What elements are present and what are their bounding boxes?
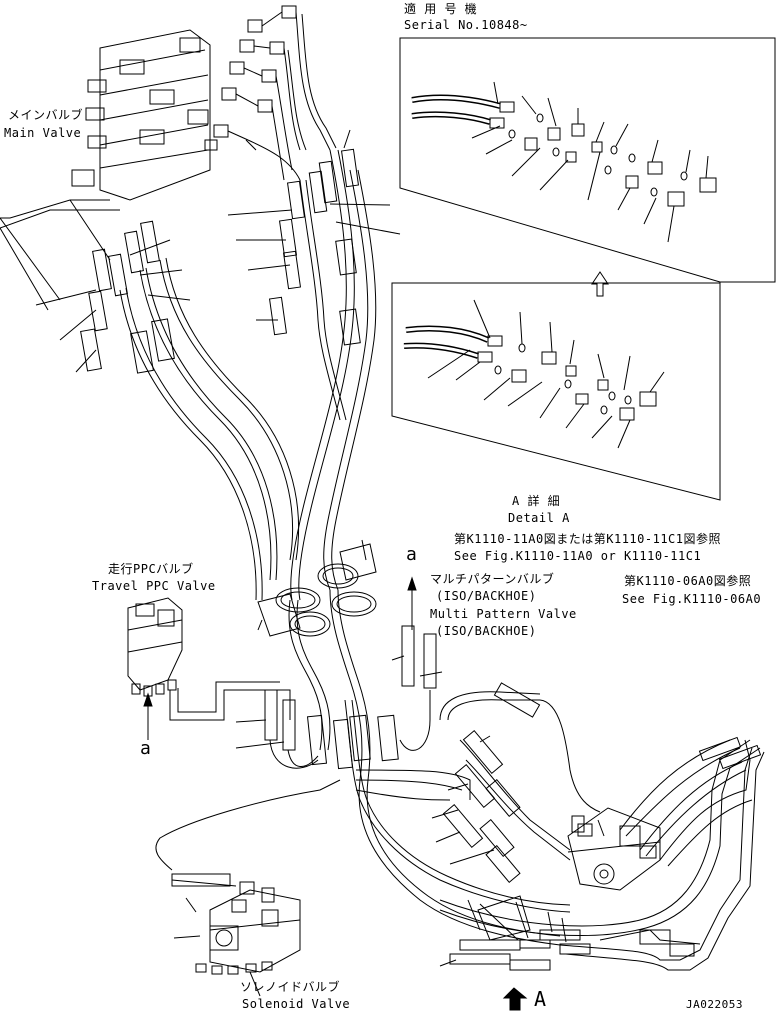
multi-pattern-fittings [431,682,585,883]
multi-pattern-label-jp: マルチパターンバルブ [430,572,555,586]
multi-pattern-valve [567,807,661,891]
multi-pattern-pipes [355,691,753,867]
detail-lower-parts [403,299,665,449]
right-pipes [439,736,765,971]
reference-label-1-en: See Fig.K1110-11A0 or K1110-11C1 [454,549,702,563]
arrow-up-icon [591,271,609,297]
arrow-up-icon [143,692,153,707]
arrow-up-icon [502,987,528,1011]
detail-box-upper [399,37,776,283]
solenoid-label-jp: ソレノイドバルブ [240,980,341,994]
serial-label-jp: 適 用 号 機 [404,2,478,16]
marker-detail-a: A [534,987,547,1011]
reference-label-1-jp: 第K1110-11A0図または第K1110-11C1図参照 [454,532,721,546]
marker-a-top: a [406,544,418,565]
multi-pattern-label-jp-2: (ISO/BACKHOE) [436,589,537,603]
fittings-near-a [391,625,443,689]
hose-fittings-middle [227,129,401,346]
multi-pattern-label-en-2: (ISO/BACKHOE) [436,624,537,638]
serial-label-en: Serial No.10848~ [404,18,528,32]
detail-label-jp: A 詳 細 [512,494,561,508]
drawing-number: JA022053 [686,998,743,1011]
solenoid-valve [155,779,341,997]
travel-ppc-label-jp: 走行PPCバルブ [108,562,194,576]
main-valve-pipes [247,11,337,181]
main-valve [71,5,297,201]
travel-ppc-valve [127,597,291,740]
detail-box-lower [391,282,721,501]
hose-fittings-left [35,220,191,374]
multi-pattern-label-en: Multi Pattern Valve [430,607,577,621]
ppc-fittings [235,689,431,770]
hose-clamps [257,539,377,637]
marker-a-left: a [140,738,152,759]
arrow-up-icon [407,576,417,630]
valve-bracket-lines [0,199,120,311]
main-valve-label-en: Main Valve [4,126,82,140]
travel-ppc-label-en: Travel PPC Valve [92,579,216,593]
reference-label-2-en: See Fig.K1110-06A0 [622,592,762,606]
reference-label-2-jp: 第K1110-06A0図参照 [624,574,752,588]
solenoid-label-en: Solenoid Valve [242,997,351,1011]
long-hose-bundle [119,149,571,946]
detail-label-en: Detail A [508,511,570,525]
main-valve-label-jp: メインバルブ [8,108,84,122]
bottom-fittings [439,895,591,971]
detail-upper-parts [411,81,717,243]
